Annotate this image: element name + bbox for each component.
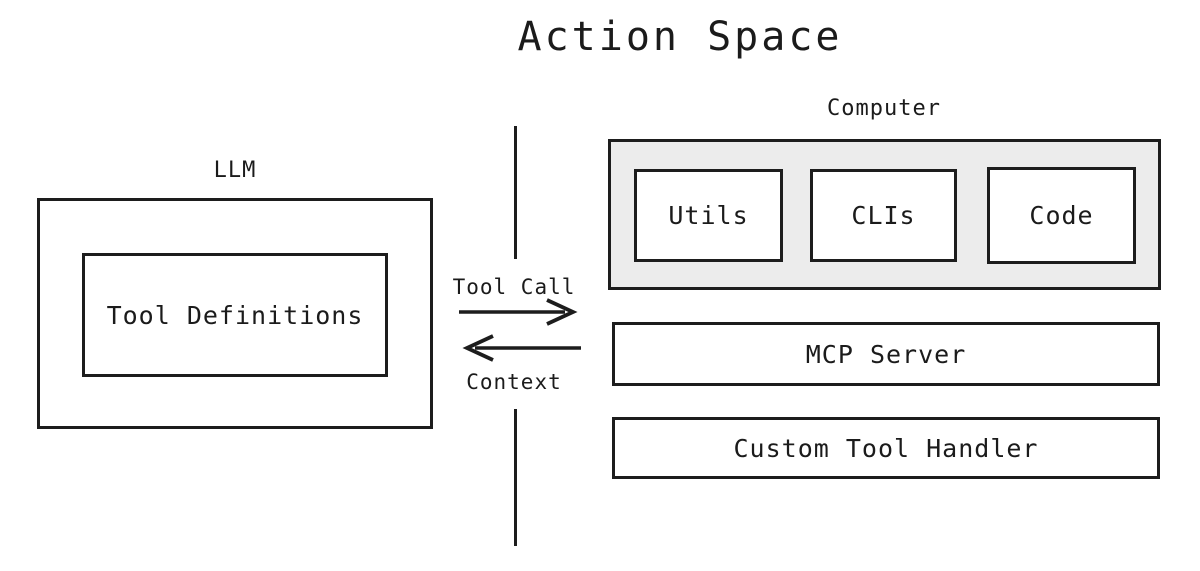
component-label-code: Code: [1029, 201, 1094, 230]
service-label-mcp-server: MCP Server: [805, 339, 967, 369]
service-box-mcp-server: MCP Server: [612, 322, 1160, 386]
diagram-title-text: Action Space: [517, 14, 843, 60]
computer-caption: Computer: [827, 96, 941, 121]
service-label-custom-tool-handler: Custom Tool Handler: [733, 433, 1039, 463]
arrow-left-icon-head: [462, 334, 494, 362]
component-box-code: Code: [987, 167, 1136, 264]
component-label-utils: Utils: [668, 201, 749, 230]
divider-line-bottom: [514, 409, 517, 546]
component-box-utils: Utils: [634, 169, 783, 262]
context-label: Context: [466, 370, 562, 394]
component-label-clis: CLIs: [851, 201, 916, 230]
divider-line-top: [514, 126, 517, 259]
connector-arrows: [459, 298, 581, 362]
arrow-right-icon-head: [546, 298, 578, 326]
tool-definitions-label: Tool Definitions: [106, 300, 364, 330]
service-box-custom-tool-handler: Custom Tool Handler: [612, 417, 1160, 479]
diagram-title: Action Space: [0, 14, 1200, 60]
tool-definitions-box: Tool Definitions: [82, 253, 388, 377]
llm-caption: LLM: [213, 158, 257, 183]
component-box-clis: CLIs: [810, 169, 957, 262]
tool-call-label: Tool Call: [452, 275, 576, 299]
